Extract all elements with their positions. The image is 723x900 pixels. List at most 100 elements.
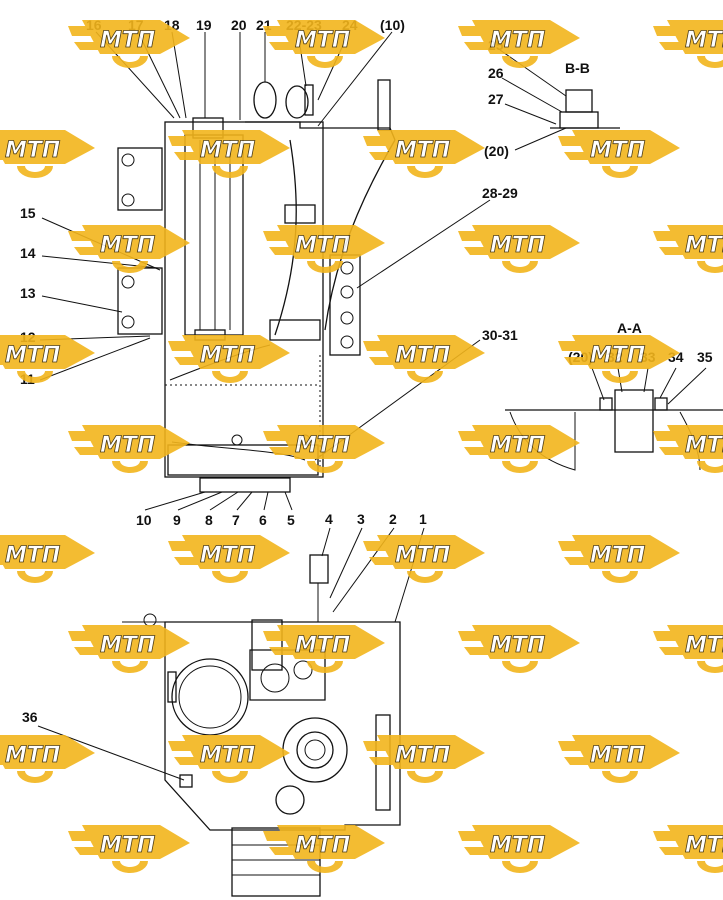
watermark-logo: МТП — [0, 735, 95, 783]
watermark-gear-icon — [112, 861, 148, 873]
watermark-gear-icon — [697, 661, 723, 673]
label-13: 13 — [20, 285, 36, 301]
watermark-text: МТП — [5, 138, 60, 163]
watermark-wing-icon — [82, 20, 190, 54]
filter-cap-21 — [253, 81, 277, 119]
watermark-gear-icon — [307, 661, 343, 673]
watermark-gear-icon — [697, 56, 723, 68]
watermark-text: МТП — [490, 633, 545, 658]
watermark-text: МТП — [295, 633, 350, 658]
watermark-text: МТП — [395, 343, 450, 368]
label-2: 2 — [389, 511, 397, 527]
watermark-gear-icon — [602, 371, 638, 383]
watermark-text: МТП — [295, 28, 350, 53]
watermark-logo: МТП — [653, 425, 723, 473]
watermark-wing-icon — [82, 425, 190, 459]
label-36: 36 — [22, 709, 38, 725]
watermark-gear-icon — [602, 166, 638, 178]
label-5: 5 — [287, 512, 295, 528]
watermark-logo: МТП — [0, 535, 95, 583]
watermark-text: МТП — [200, 138, 255, 163]
watermark-wing-icon — [377, 535, 485, 569]
watermark-gear-icon — [502, 461, 538, 473]
watermark-gear-icon — [697, 461, 723, 473]
watermark-logo: МТП — [0, 130, 95, 178]
watermark-wing-icon — [0, 535, 95, 569]
watermark-wing-icon — [472, 425, 580, 459]
watermark-logo: МТП — [68, 825, 190, 873]
watermark-text: МТП — [685, 833, 723, 858]
watermark-wing-icon — [277, 20, 385, 54]
watermark-text: МТП — [100, 28, 155, 53]
watermark-text: МТП — [295, 433, 350, 458]
watermark-gear-icon — [407, 771, 443, 783]
watermark-wing-icon — [277, 825, 385, 859]
watermark-wing-icon — [182, 130, 290, 164]
section-bb-view — [499, 49, 620, 151]
label-28-29: 28-29 — [482, 185, 518, 201]
watermark-logo: МТП — [458, 20, 580, 68]
watermark-gear-icon — [502, 261, 538, 273]
watermark-gear-icon — [112, 56, 148, 68]
watermark-logo: МТП — [168, 335, 290, 383]
watermark-text: МТП — [200, 543, 255, 568]
watermark-logo: МТП — [68, 20, 190, 68]
watermark-gear-icon — [697, 261, 723, 273]
label-20-bb: (20) — [484, 143, 509, 159]
bottom-flange — [199, 477, 291, 493]
watermark-text: МТП — [295, 833, 350, 858]
watermark-logo: МТП — [653, 625, 723, 673]
label-27: 27 — [488, 91, 504, 107]
watermark-wing-icon — [377, 735, 485, 769]
watermark-gear-icon — [407, 166, 443, 178]
watermark-wing-icon — [182, 335, 290, 369]
label-6: 6 — [259, 512, 267, 528]
watermark-logo: МТП — [653, 825, 723, 873]
watermark-logo: МТП — [263, 20, 385, 68]
watermark-logo: МТП — [558, 735, 680, 783]
watermark-wing-icon — [277, 225, 385, 259]
watermark-text: МТП — [685, 433, 723, 458]
watermark-layer: МТП МТП МТП МТП МТП МТП МТП МТП МТП МТП МТП МТП МТП М… — [0, 20, 723, 873]
watermark-wing-icon — [572, 535, 680, 569]
watermark-logo: МТП — [363, 130, 485, 178]
label-35: 35 — [697, 349, 713, 365]
watermark-logo: МТП — [263, 225, 385, 273]
watermark-gear-icon — [502, 661, 538, 673]
watermark-text: МТП — [590, 543, 645, 568]
watermark-text: МТП — [395, 138, 450, 163]
watermark-gear-icon — [212, 166, 248, 178]
tank-body — [164, 121, 324, 478]
watermark-logo: МТП — [653, 20, 723, 68]
watermark-text: МТП — [490, 28, 545, 53]
label-8: 8 — [205, 512, 213, 528]
watermark-wing-icon — [377, 130, 485, 164]
watermark-gear-icon — [307, 861, 343, 873]
section-aa-title: A-A — [617, 320, 642, 336]
watermark-logo: МТП — [263, 625, 385, 673]
watermark-text: МТП — [100, 833, 155, 858]
watermark-gear-icon — [307, 56, 343, 68]
watermark-logo: МТП — [68, 625, 190, 673]
watermark-text: МТП — [5, 543, 60, 568]
watermark-logo: МТП — [458, 225, 580, 273]
label-19: 19 — [196, 17, 212, 33]
watermark-logo: МТП — [168, 535, 290, 583]
watermark-logo: МТП — [68, 425, 190, 473]
watermark-wing-icon — [472, 825, 580, 859]
watermark-logo: МТП — [653, 225, 723, 273]
watermark-gear-icon — [17, 771, 53, 783]
watermark-wing-icon — [472, 625, 580, 659]
watermark-wing-icon — [0, 130, 95, 164]
watermark-gear-icon — [602, 771, 638, 783]
mount-upper — [117, 147, 163, 211]
watermark-text: МТП — [685, 233, 723, 258]
label-9: 9 — [173, 512, 181, 528]
section-aa-view — [505, 367, 723, 471]
watermark-logo: МТП — [263, 425, 385, 473]
watermark-logo: МТП — [363, 335, 485, 383]
watermark-logo: МТП — [363, 735, 485, 783]
watermark-gear-icon — [602, 571, 638, 583]
